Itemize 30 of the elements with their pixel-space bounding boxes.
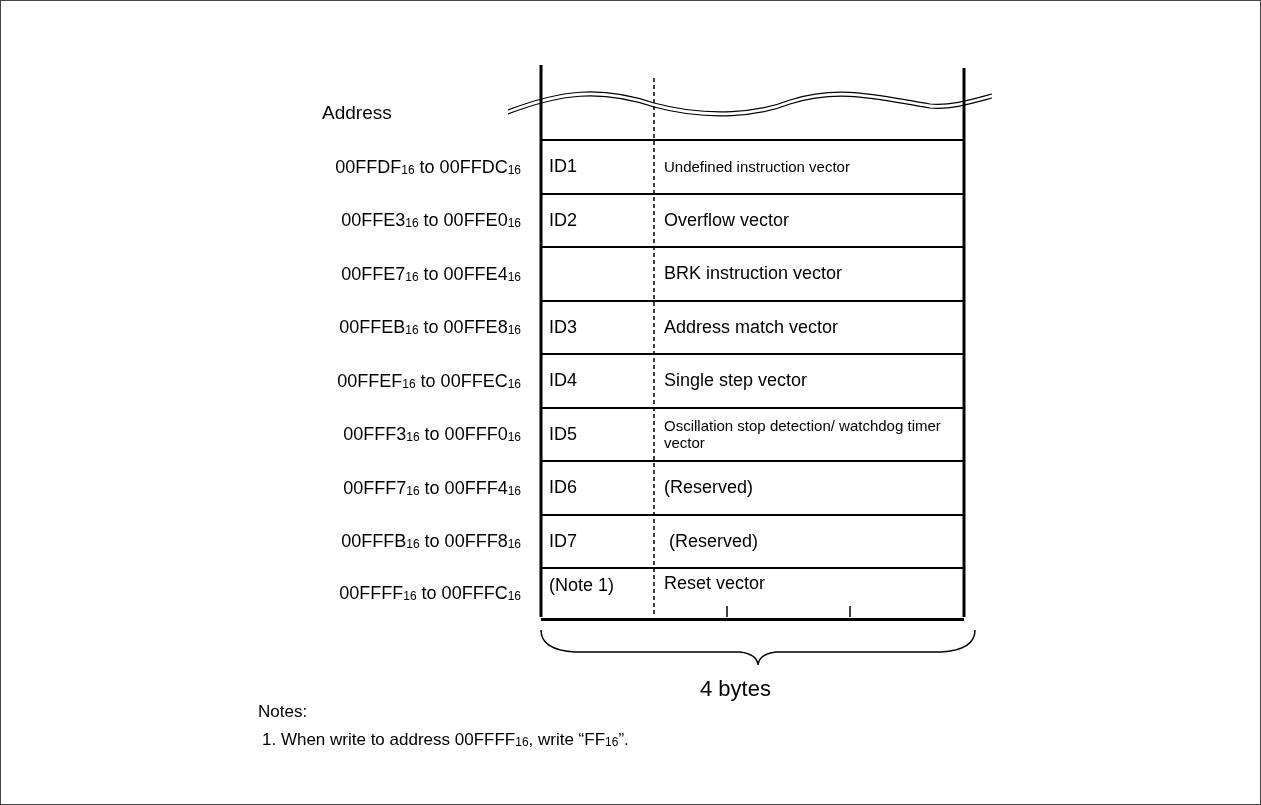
vector-id: ID4	[548, 370, 578, 392]
address-range: 00FFFF$_{16}$ to 00FFFC$_{16}$	[339, 582, 521, 604]
vector-id: ID1	[548, 156, 578, 178]
vector-name: (Reserved)	[663, 477, 755, 499]
vector-id: ID3	[548, 316, 578, 338]
address-range: 00FFDF$_{16}$ to 00FFDC$_{16}$	[335, 156, 521, 178]
address-range: 00FFE7$_{16}$ to 00FFE4$_{16}$	[341, 263, 521, 285]
vector-name: Undefined instruction vector	[663, 158, 851, 176]
vector-name: Address match vector	[663, 316, 840, 338]
address-range: 00FFEF$_{16}$ to 00FFEC$_{16}$	[337, 370, 521, 392]
vector-name: Overflow vector	[663, 209, 791, 231]
notes-heading: Notes:	[258, 702, 308, 722]
vector-name: Reset vector	[663, 573, 767, 594]
vector-name: Single step vector	[663, 370, 809, 392]
address-range: 00FFF3$_{16}$ to 00FFF0$_{16}$	[343, 423, 521, 445]
vector-id: ID5	[548, 423, 578, 445]
vector-id: ID2	[548, 209, 578, 231]
note-text: 1. When write to address 00FFFF$_{16}$, write “FF$_{16}$”.	[262, 730, 629, 750]
address-range: 00FFE3$_{16}$ to 00FFE0$_{16}$	[341, 209, 521, 231]
vector-id: ID6	[548, 477, 578, 499]
vector-name: Oscillation stop detection/ watchdog timer vector	[663, 417, 942, 452]
address-range: 00FFFB$_{16}$ to 00FFF8$_{16}$	[341, 530, 521, 552]
address-range: 00FFEB$_{16}$ to 00FFE8$_{16}$	[339, 316, 521, 338]
width-label: 4 bytes	[700, 676, 771, 702]
column-header: Address	[322, 102, 392, 124]
vector-name: BRK instruction vector	[663, 263, 844, 285]
vector-name: (Reserved)	[668, 530, 760, 552]
address-range: 00FFF7$_{16}$ to 00FFF4$_{16}$	[343, 477, 521, 499]
vector-id: (Note 1)	[548, 575, 616, 596]
vector-id: ID7	[548, 530, 578, 552]
